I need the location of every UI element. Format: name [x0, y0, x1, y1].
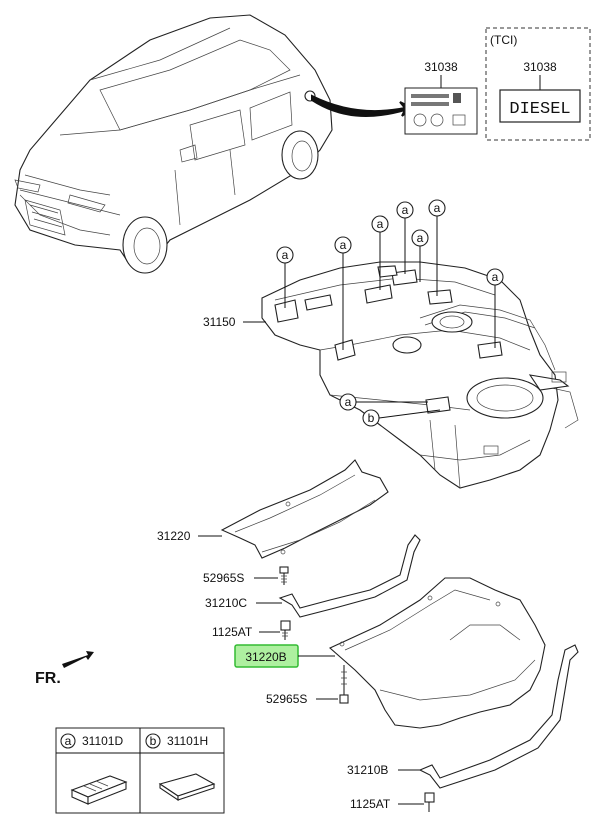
legend-part-b: 31101H	[167, 734, 208, 748]
lower-strap-partno: 31210B	[347, 763, 388, 777]
lower-screw-partno: 52965S	[266, 692, 307, 706]
callout-letter: a	[340, 238, 347, 252]
bolt-lower	[424, 792, 435, 812]
callout-letter: a	[434, 201, 441, 215]
tci-variant-box	[485, 27, 591, 141]
upper-shield-partno: 31220	[157, 529, 191, 543]
vehicle-illustration	[14, 14, 333, 274]
callout-letter: a	[417, 231, 424, 245]
upper-screw-partno: 52965S	[203, 571, 244, 585]
lower-shield-partno: 31220B	[245, 650, 286, 664]
legend-table: a 31101D b 31101H	[55, 727, 225, 814]
callouts: a a a a a a a a b	[276, 199, 504, 427]
lower-bolt-partno: 1125AT	[350, 797, 391, 811]
front-direction-indicator: FR.	[35, 651, 94, 687]
fuel-label-partno: 31038	[424, 60, 458, 74]
tci-tag: (TCI)	[490, 33, 517, 47]
upper-strap-partno: 31210C	[205, 596, 247, 610]
front-arrow-icon	[62, 651, 94, 668]
callout-letter: b	[368, 411, 375, 425]
legend-letter-b: b	[150, 734, 157, 748]
heat-shield-upper	[220, 459, 389, 559]
callout-letter: a	[345, 395, 352, 409]
strap-upper	[278, 534, 421, 618]
screw-lower	[339, 665, 349, 704]
fuel-tank	[261, 261, 579, 489]
callout-letter: a	[282, 248, 289, 262]
diesel-label-partno: 31038	[523, 60, 557, 74]
upper-bolt-partno: 1125AT	[212, 625, 253, 639]
screw-upper	[279, 566, 289, 585]
legend-part-a: 31101D	[82, 734, 123, 748]
diesel-text: DIESEL	[509, 100, 570, 119]
heat-shield-lower	[329, 577, 546, 729]
fuel-cap-label	[404, 87, 478, 135]
legend-letter-a: a	[65, 734, 72, 748]
bolt-upper	[280, 620, 291, 640]
diesel-label	[499, 89, 581, 123]
callout-letter: a	[377, 217, 384, 231]
strap-lower	[418, 644, 579, 789]
callout-letter: a	[492, 270, 499, 284]
front-label: FR.	[35, 670, 61, 687]
tank-partno: 31150	[203, 315, 236, 329]
callout-letter: a	[402, 203, 409, 217]
